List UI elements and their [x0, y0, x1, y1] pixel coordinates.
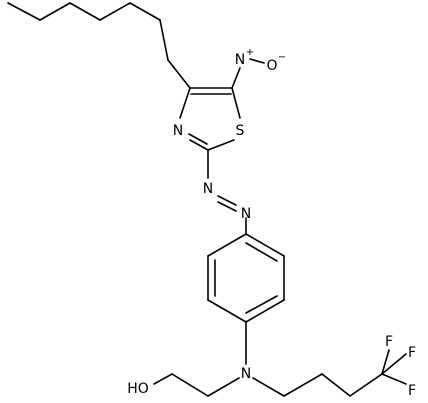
- nitro-o-label: O: [266, 58, 277, 74]
- azo-linkage: [207, 149, 247, 235]
- amine-n-label: N: [241, 366, 251, 382]
- nitro-group: [231, 58, 265, 89]
- azo-n2-label: N: [241, 206, 251, 222]
- hydroxyl-label: HO: [127, 381, 149, 397]
- nitro-minus-label: −: [278, 52, 286, 63]
- fluorine-bottom-label: F: [408, 383, 416, 399]
- nitro-n-label: N: [235, 52, 245, 68]
- nitro-plus-label: +: [246, 47, 254, 58]
- hexyl-chain: [7, 2, 191, 89]
- thiazole-n-label: N: [173, 123, 183, 139]
- amine-bonds: [207, 321, 285, 397]
- fluorine-right-label: F: [408, 345, 416, 361]
- thiazole-s-label: S: [236, 123, 245, 139]
- fluorine-top-label: F: [385, 334, 393, 350]
- benzene-ring: [207, 233, 285, 323]
- azo-n1-label: N: [203, 181, 213, 197]
- trifluorobutyl-chain: [283, 349, 407, 397]
- thiazole-ring: [179, 87, 241, 151]
- hydroxyethyl-chain: [153, 373, 209, 397]
